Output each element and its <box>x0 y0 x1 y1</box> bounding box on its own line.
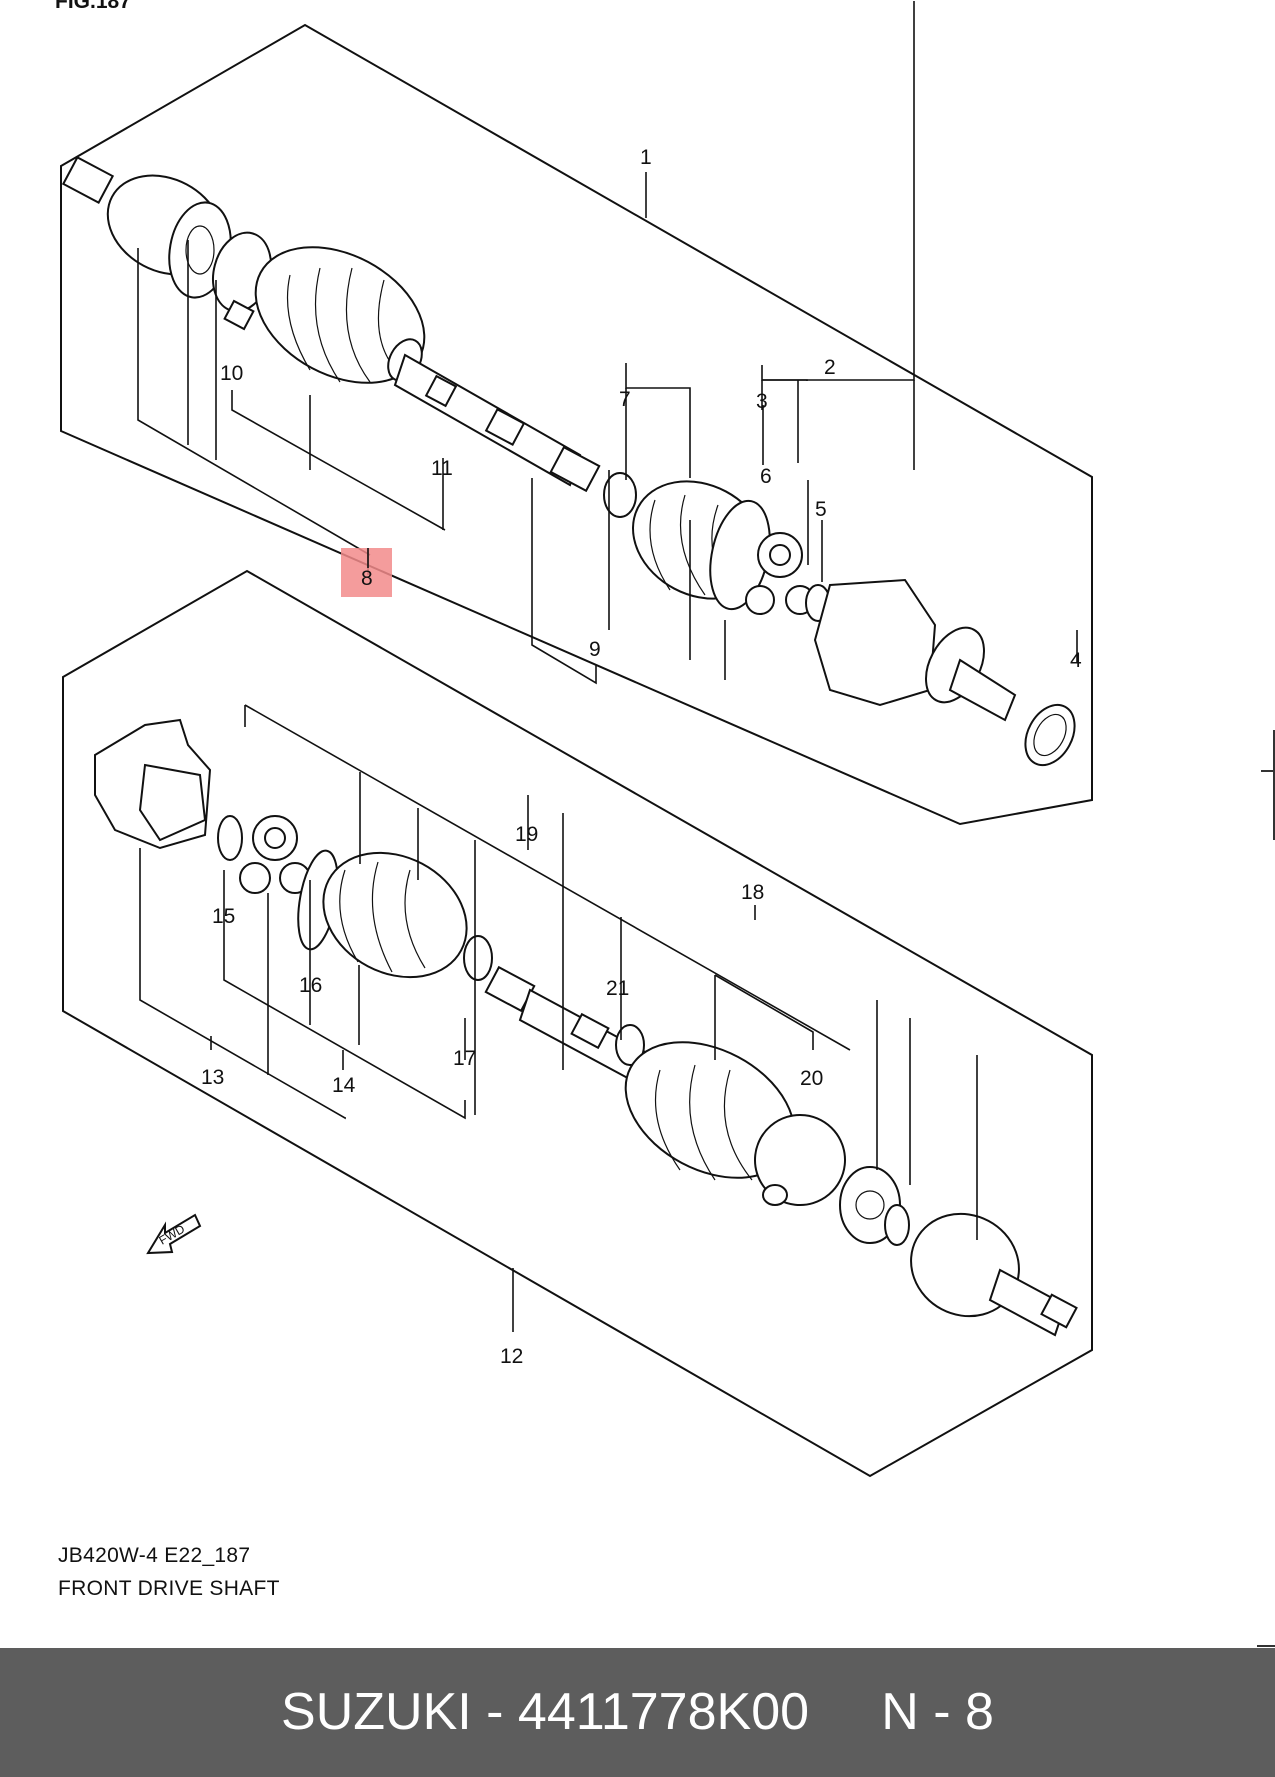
upper-assembly-frame <box>60 23 1093 826</box>
callout-18[interactable]: 18 <box>741 881 764 904</box>
scroll-edge-tick-bottom <box>1257 1645 1275 1647</box>
lower-tripod-joint <box>239 815 311 894</box>
diagram-code: JB420W-4 E22_187 <box>58 1544 251 1567</box>
lower-inner-housing <box>94 718 243 861</box>
part-number-label: SUZUKI - 4411778K00 N - 8 <box>281 1683 994 1741</box>
callout-20[interactable]: 20 <box>800 1067 823 1090</box>
lower-assembly-frame <box>62 569 1093 1478</box>
leader-lines <box>137 1 1078 1332</box>
upper-inner-housing <box>813 578 1076 767</box>
figure-title: FIG.187 <box>55 0 131 13</box>
upper-inner-boot <box>603 472 771 611</box>
callout-2[interactable]: 2 <box>824 356 836 379</box>
callout-7[interactable]: 7 <box>619 388 631 411</box>
upper-outer-boot <box>254 246 426 384</box>
callout-19[interactable]: 19 <box>515 823 538 846</box>
callout-12[interactable]: 12 <box>500 1345 523 1368</box>
callout-8[interactable]: 8 <box>361 567 373 590</box>
callout-6[interactable]: 6 <box>760 465 772 488</box>
callout-21[interactable]: 21 <box>606 977 629 1000</box>
callout-13[interactable]: 13 <box>201 1066 224 1089</box>
footer-bar: SUZUKI - 4411778K00 N - 8 <box>0 1648 1275 1777</box>
scroll-edge-line <box>1273 730 1275 840</box>
lower-outer-boot <box>615 1024 846 1206</box>
callout-labels: 1 2 3 4 5 6 7 8 9 10 11 12 13 14 15 16 1… <box>201 146 1082 1368</box>
callout-14[interactable]: 14 <box>332 1074 356 1097</box>
lower-outer-joint <box>839 1166 1078 1337</box>
lower-inner-boot <box>297 849 493 981</box>
diagram-name: FRONT DRIVE SHAFT <box>58 1577 280 1600</box>
callout-16[interactable]: 16 <box>299 974 322 997</box>
callout-4[interactable]: 4 <box>1070 649 1082 672</box>
callout-3[interactable]: 3 <box>756 390 768 413</box>
highlight-callout-8[interactable] <box>341 548 392 597</box>
scroll-edge-tick <box>1261 770 1275 772</box>
callout-1[interactable]: 1 <box>640 146 652 169</box>
callout-15[interactable]: 15 <box>212 905 235 928</box>
callout-17[interactable]: 17 <box>453 1047 476 1070</box>
callout-5[interactable]: 5 <box>815 498 827 521</box>
fwd-arrow-icon: FWD <box>146 1213 202 1255</box>
callout-9[interactable]: 9 <box>589 638 601 661</box>
callout-10[interactable]: 10 <box>220 362 243 385</box>
upper-shaft <box>393 353 601 493</box>
callout-11[interactable]: 11 <box>431 457 453 480</box>
parts-diagram: FIG.187 <box>55 0 1093 1478</box>
